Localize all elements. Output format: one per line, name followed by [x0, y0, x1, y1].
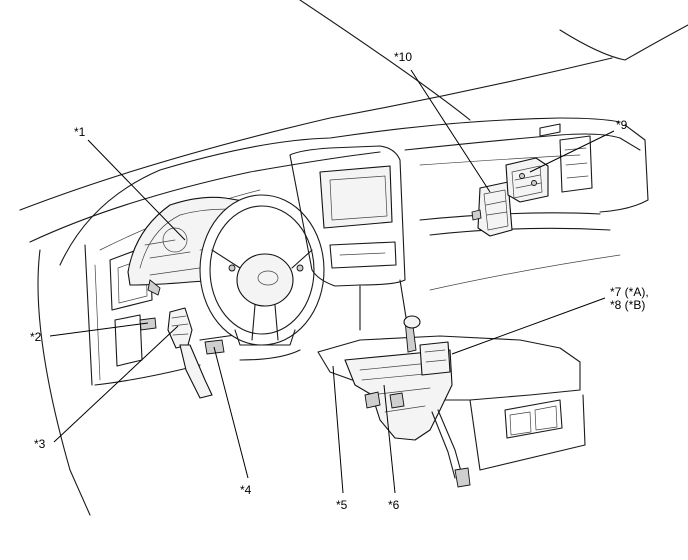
callout-label-6: *6 [388, 498, 400, 512]
callout-label-3: *3 [34, 437, 46, 451]
callout-label-7: *7 (*A), [610, 285, 649, 299]
callout-label-9: *9 [616, 118, 628, 132]
leader-lines [49, 69, 615, 494]
pedal-assembly [139, 307, 225, 399]
callout-label-10: *10 [394, 50, 413, 64]
callout-label-4: *4 [240, 483, 252, 497]
module-9 [505, 157, 549, 203]
callout-label-1: *1 [74, 125, 86, 139]
steering-wheel [199, 194, 325, 346]
callout-label-2: *2 [30, 330, 42, 344]
center-console [317, 315, 586, 488]
callout-label-5: *5 [336, 498, 348, 512]
module-10 [471, 181, 513, 237]
callout-label-8: *8 (*B) [610, 298, 646, 312]
windshield-outline [19, 0, 688, 211]
center-stack [289, 145, 409, 331]
